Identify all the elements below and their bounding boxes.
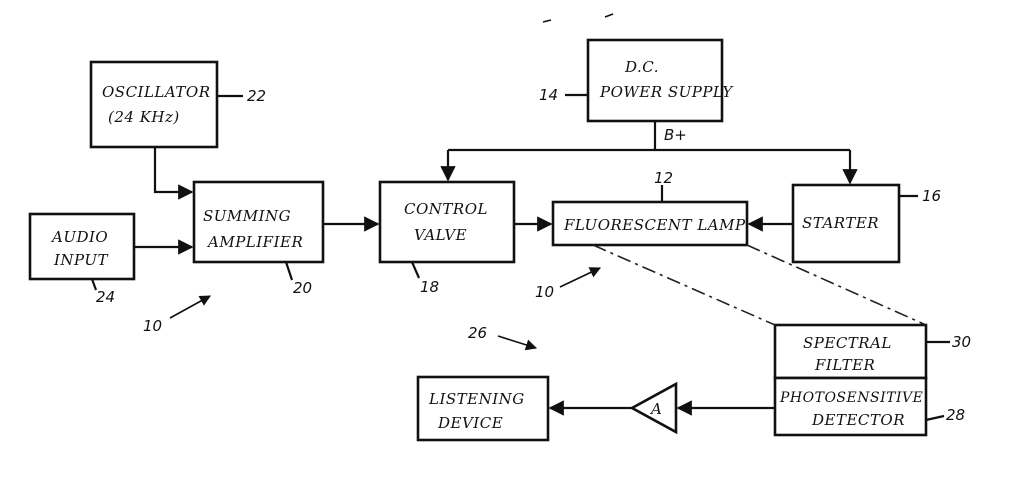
scan-mark: [542, 13, 614, 23]
amplifier-label: A: [649, 400, 662, 418]
listening-device-label-2: DEVICE: [437, 414, 503, 432]
control-valve-block: CONTROL VALVE: [378, 180, 516, 264]
spectral-filter-ref: 30: [952, 333, 971, 351]
starter-label: STARTER: [802, 214, 879, 232]
audio-input-ref: 24: [96, 288, 115, 306]
oscillator-to-summing-line: [153, 147, 194, 200]
dc-power-supply-label-1: D.C.: [624, 58, 659, 76]
system-ref-mid: 10: [535, 283, 554, 301]
photosensitive-detector-ref: 28: [946, 406, 965, 424]
system-ref-left: 10: [143, 317, 162, 335]
receiver-ref: 26: [468, 324, 487, 342]
photosensitive-detector-leader: [925, 414, 945, 422]
summing-amplifier-label-2: AMPLIFIER: [206, 233, 303, 251]
spectral-filter-label-2: FILTER: [814, 356, 875, 374]
summing-amplifier-leader: [284, 261, 294, 281]
audio-input-leader: [90, 278, 98, 291]
light-path-right: [746, 244, 927, 326]
photosensitive-detector-block: PHOTOSENSITIVE DETECTOR: [773, 376, 928, 437]
control-valve-label-2: VALVE: [414, 226, 467, 244]
photosensitive-detector-label-2: DETECTOR: [811, 411, 905, 429]
spectral-filter-block: SPECTRAL FILTER: [773, 323, 928, 380]
starter-block: STARTER: [791, 183, 901, 264]
control-valve-ref: 18: [420, 278, 439, 296]
dc-power-supply-block: D.C. POWER SUPPLY: [586, 38, 734, 123]
receiver-ref-arrow: [497, 335, 538, 351]
oscillator-ref: 22: [247, 87, 266, 105]
dc-power-supply-label-2: POWER SUPPLY: [599, 83, 734, 101]
audio-input-block: AUDIO INPUT: [28, 212, 136, 281]
fluorescent-lamp-label: FLUORESCENT LAMP: [563, 216, 746, 234]
light-path-left: [592, 244, 776, 326]
photosensitive-detector-label-1: PHOTOSENSITIVE: [779, 390, 923, 406]
dc-power-supply-ref: 14: [539, 86, 558, 104]
listening-device-label-1: LISTENING: [428, 390, 525, 408]
oscillator-block: OSCILLATOR (24 KHz): [89, 60, 219, 149]
fluorescent-lamp-ref: 12: [654, 169, 673, 187]
control-valve-label-1: CONTROL: [404, 200, 488, 218]
supply-line-label: B+: [664, 126, 687, 144]
listening-device-block: LISTENING DEVICE: [416, 375, 550, 442]
audio-input-label-2: INPUT: [53, 251, 109, 269]
oscillator-label-1: OSCILLATOR: [102, 83, 211, 101]
system-ref-mid-arrow: [559, 267, 602, 288]
summing-amplifier-label-1: SUMMING: [203, 207, 291, 225]
oscillator-label-2: (24 KHz): [108, 108, 180, 126]
control-valve-leader: [410, 261, 421, 279]
fluorescent-lamp-block: FLUORESCENT LAMP: [551, 200, 749, 247]
summing-amplifier-ref: 20: [293, 279, 312, 297]
system-ref-left-arrow: [169, 295, 211, 319]
starter-ref: 16: [922, 187, 941, 205]
amplifier-triangle: A: [629, 381, 678, 435]
spectral-filter-label-1: SPECTRAL: [803, 334, 892, 352]
summing-amplifier-block: SUMMING AMPLIFIER: [192, 180, 325, 264]
audio-input-label-1: AUDIO: [50, 228, 108, 246]
